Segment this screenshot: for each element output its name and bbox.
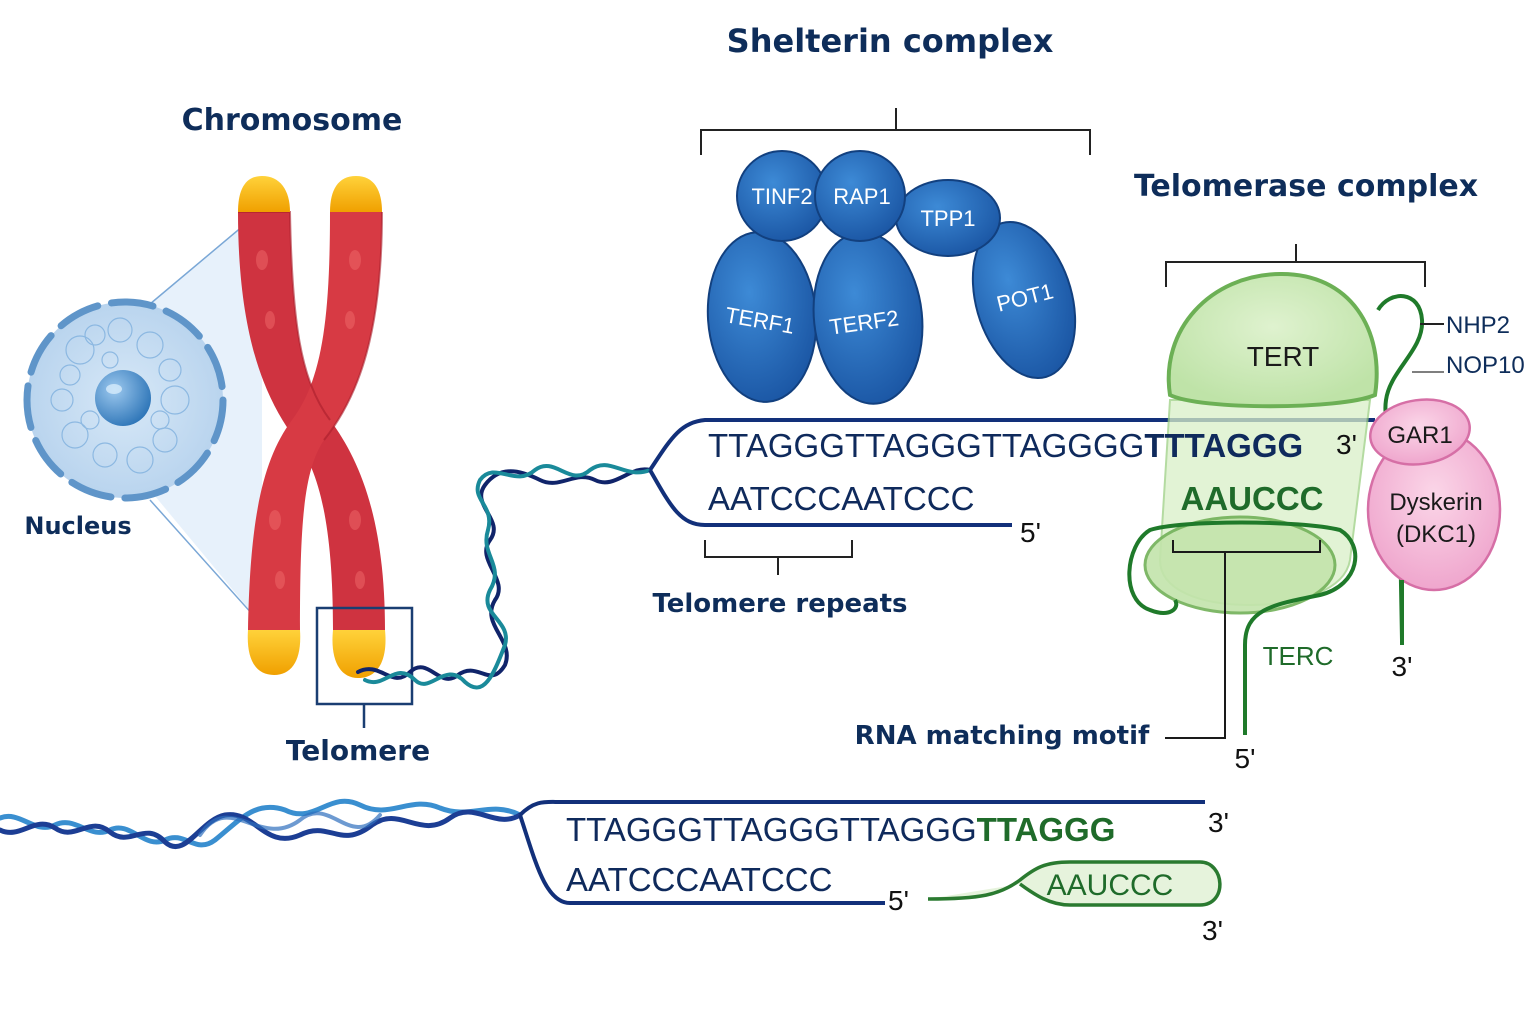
rna-matching-motif-label: RNA matching motif <box>855 721 1150 751</box>
upper-top-strand: TTAGGGTTAGGGTTAGGGGTTTAGGG <box>708 427 1303 464</box>
terc-5prime: 5' <box>1235 743 1256 774</box>
bottom-strand-line <box>648 469 1012 527</box>
upper-top-3prime: 3' <box>1336 429 1357 460</box>
upper-bottom-5prime: 5' <box>1020 517 1041 548</box>
lower-top-strand-line <box>518 799 1205 817</box>
terc-strand-loop <box>1127 520 1358 735</box>
top-strand-line <box>648 418 1375 472</box>
tert-label: TERT <box>1247 341 1320 372</box>
telomere-label: Telomere <box>286 734 430 767</box>
lower-bottom-strand: AATCCCAATCCC <box>566 861 832 898</box>
lower-rna-3prime: 3' <box>1202 915 1223 946</box>
lower-top-strand: TTAGGGTTAGGGTTAGGGTTAGGG <box>566 811 1115 848</box>
telomere-cap-bottom-right <box>332 630 386 678</box>
shelterin-bracket <box>700 108 1091 155</box>
terc-label: TERC <box>1263 641 1334 671</box>
nhp2-label: NHP2 <box>1446 312 1510 339</box>
shelterin-title: Shelterin complex <box>727 22 1054 60</box>
chromatin <box>50 317 190 474</box>
zoom-line-bottom <box>149 499 263 626</box>
lower-top-bold: TTAGGG <box>977 811 1116 848</box>
nop10-label: NOP10 <box>1446 352 1525 379</box>
dyskerin-label: Dyskerin <box>1389 489 1482 516</box>
label-rap1: RAP1 <box>833 184 890 209</box>
telomerase-bracket <box>1165 244 1426 287</box>
dyskerin-3prime: 3' <box>1392 651 1413 682</box>
nuclear-envelope <box>23 298 227 502</box>
protein-rap1 <box>814 150 906 242</box>
telomere-repeats-label: Telomere repeats <box>652 589 907 619</box>
upper-bottom-strand: AATCCCAATCCC <box>708 480 974 517</box>
label-tpp1: TPP1 <box>920 206 975 231</box>
telomere-cap-bottom-left <box>247 630 301 675</box>
dna-helix-upper <box>356 463 652 690</box>
telomere-repeats-bracket <box>704 540 853 575</box>
dkc1-label: (DKC1) <box>1396 521 1476 548</box>
lower-top-plain: TTAGGGTTAGGGTTAGGG <box>566 811 977 848</box>
telomere-cap-top-left <box>238 176 290 212</box>
protein-pot1 <box>971 220 1077 380</box>
label-tinf2: TINF2 <box>751 184 812 209</box>
rna-motif-bracket <box>1165 540 1321 739</box>
nucleus <box>23 298 227 502</box>
shelterin-proteins <box>706 150 1077 405</box>
upper-top-plain: TTAGGGTTAGGGTTAGGGG <box>708 427 1144 464</box>
telomerase-title: Telomerase complex <box>1134 169 1478 204</box>
nucleolus <box>95 370 151 426</box>
lower-bottom-5prime: 5' <box>888 885 909 916</box>
lower-rna-template: AAUCCC <box>1047 869 1174 902</box>
lower-bottom-strand-line <box>518 814 885 905</box>
upper-rna-template: AAUCCC <box>1181 480 1324 517</box>
gar1-label: GAR1 <box>1387 422 1452 449</box>
tert-lower-domain <box>1143 515 1337 615</box>
gar1-protein <box>1369 398 1471 466</box>
lower-rna-loop <box>927 860 1222 907</box>
chromosome-title: Chromosome <box>182 103 403 138</box>
chromosome <box>238 176 386 678</box>
tert-protein <box>1166 271 1379 409</box>
nucleus-label: Nucleus <box>24 512 131 540</box>
dna-helix-lower <box>0 798 523 850</box>
upper-top-bold: TTTAGGG <box>1144 427 1303 464</box>
telomere-cap-top-right <box>330 176 382 212</box>
lower-top-3prime: 3' <box>1208 807 1229 838</box>
